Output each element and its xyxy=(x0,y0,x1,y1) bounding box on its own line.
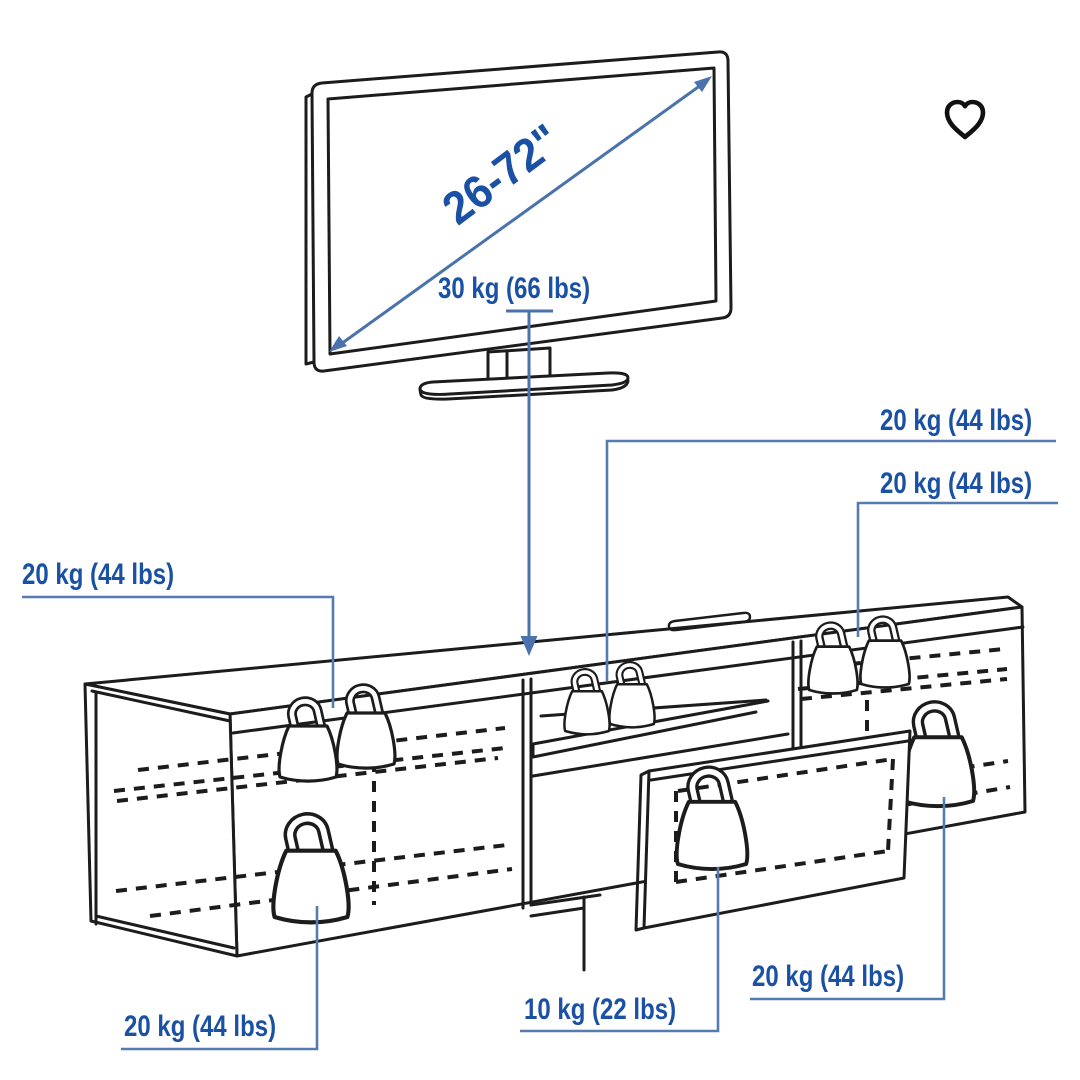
capacity-label-left-shelf: 20 kg (44 lbs) xyxy=(22,558,175,591)
leader-right-shelf xyxy=(856,501,1058,637)
capacity-label-left-bottom: 20 kg (44 lbs) xyxy=(124,1010,277,1043)
leader-left-bottom xyxy=(121,906,319,1051)
load-arrow xyxy=(506,309,553,656)
favorite-button[interactable] xyxy=(941,96,989,144)
heart-icon xyxy=(944,99,986,140)
tv-stand-base xyxy=(418,371,630,396)
leader-lines xyxy=(22,309,1058,1051)
tv-diagonal-arrow xyxy=(329,76,712,352)
tv-max-load-label: 30 kg (66 lbs) xyxy=(438,272,591,305)
capacity-label-middle-drawer: 10 kg (22 lbs) xyxy=(524,993,677,1026)
divider-left xyxy=(521,677,533,910)
capacity-label-right-drawer: 20 kg (44 lbs) xyxy=(752,960,905,993)
tv-bench-illustration xyxy=(83,595,1027,972)
capacity-label-right-shelf: 20 kg (44 lbs) xyxy=(880,467,1033,500)
tv-frame xyxy=(310,50,733,373)
leader-left-shelf xyxy=(22,595,335,708)
leader-middle-shelf xyxy=(605,439,1056,681)
pulled-out-drawer xyxy=(634,729,912,932)
tv-illustration xyxy=(304,50,733,401)
capacity-label-middle-shelf: 20 kg (44 lbs) xyxy=(880,404,1033,437)
drawer-cavity xyxy=(529,893,602,972)
leader-right-drawer xyxy=(750,797,946,1001)
bench-left-face xyxy=(83,682,239,958)
bench-cable-hole xyxy=(667,611,752,632)
tv-screen xyxy=(326,66,718,356)
leader-middle-drawer xyxy=(520,867,720,1033)
